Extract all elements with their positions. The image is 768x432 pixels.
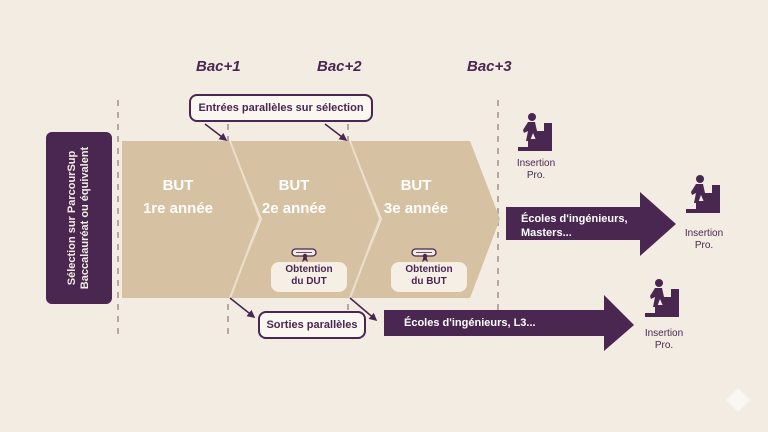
step-subtitle-2: 2e année [261, 200, 327, 217]
step-but-1 [122, 141, 260, 298]
stairs-person-icon [686, 175, 720, 213]
insertion-pro-3-line-1: Insertion [644, 328, 684, 339]
insertion-pro-2-line-2: Pro. [694, 240, 714, 251]
exit-connector-bac1 [229, 297, 256, 318]
arrow-ecoles-masters [506, 192, 676, 256]
bac-label-3: Bac+3 [467, 58, 512, 75]
insertion-pro-1-line-1: Insertion [516, 158, 556, 169]
selection-box: Sélection sur ParcourSup Baccalauréat ou… [46, 132, 112, 304]
insertion-pro-2-line-1: Insertion [684, 228, 724, 239]
obtention-dut-line-1: Obtention [285, 264, 333, 275]
stairs-person-icon [518, 113, 552, 151]
step-subtitle-1: 1re année [142, 200, 214, 217]
obtention-dut-badge: Obtention du DUT [271, 262, 347, 292]
insertion-pro-2: Insertion Pro. [674, 228, 734, 252]
arrow-ecoles-l3 [384, 295, 634, 351]
step-title-2: BUT [278, 177, 310, 194]
ecoles-masters-line-2: Masters... [521, 227, 572, 239]
selection-line-2: Baccalauréat ou équivalent [79, 146, 91, 290]
step-label-3: BUT 3e année [366, 174, 466, 220]
bac-label-2: Bac+2 [317, 58, 362, 75]
step-but-3 [350, 141, 500, 298]
step-title-1: BUT [162, 177, 194, 194]
obtention-but-line-2: du BUT [411, 276, 447, 287]
ecoles-masters-label: Écoles d'ingénieurs, Masters... [521, 212, 628, 240]
stairs-person-icon [645, 279, 679, 317]
obtention-but-line-1: Obtention [405, 264, 453, 275]
selection-line-1: Sélection sur ParcourSup [66, 150, 78, 286]
ecoles-l3-label: Écoles d'ingénieurs, L3... [404, 317, 536, 329]
entry-connector-bac1 [204, 123, 228, 141]
insertion-pro-3-line-2: Pro. [654, 340, 674, 351]
insertion-pro-1: Insertion Pro. [508, 158, 564, 182]
exit-connector-bac2 [349, 297, 378, 322]
sorties-paralleles-pill: Sorties parallèles [258, 311, 366, 339]
obtention-but-badge: Obtention du BUT [391, 262, 467, 292]
step-but-2 [230, 141, 380, 298]
step-label-1: BUT 1re année [128, 174, 228, 220]
bac-label-1: Bac+1 [196, 58, 241, 75]
entry-connector-bac2 [324, 123, 348, 141]
ecoles-masters-line-1: Écoles d'ingénieurs, [521, 213, 628, 225]
entrees-paralleles-pill: Entrées parallèles sur sélection [189, 94, 373, 122]
step-subtitle-3: 3e année [383, 200, 449, 217]
step-title-3: BUT [400, 177, 432, 194]
obtention-dut-line-2: du DUT [291, 276, 327, 287]
step-label-2: BUT 2e année [244, 174, 344, 220]
insertion-pro-1-line-2: Pro. [526, 170, 546, 181]
diamond-mark-icon [726, 388, 750, 412]
insertion-pro-3: Insertion Pro. [634, 328, 694, 352]
